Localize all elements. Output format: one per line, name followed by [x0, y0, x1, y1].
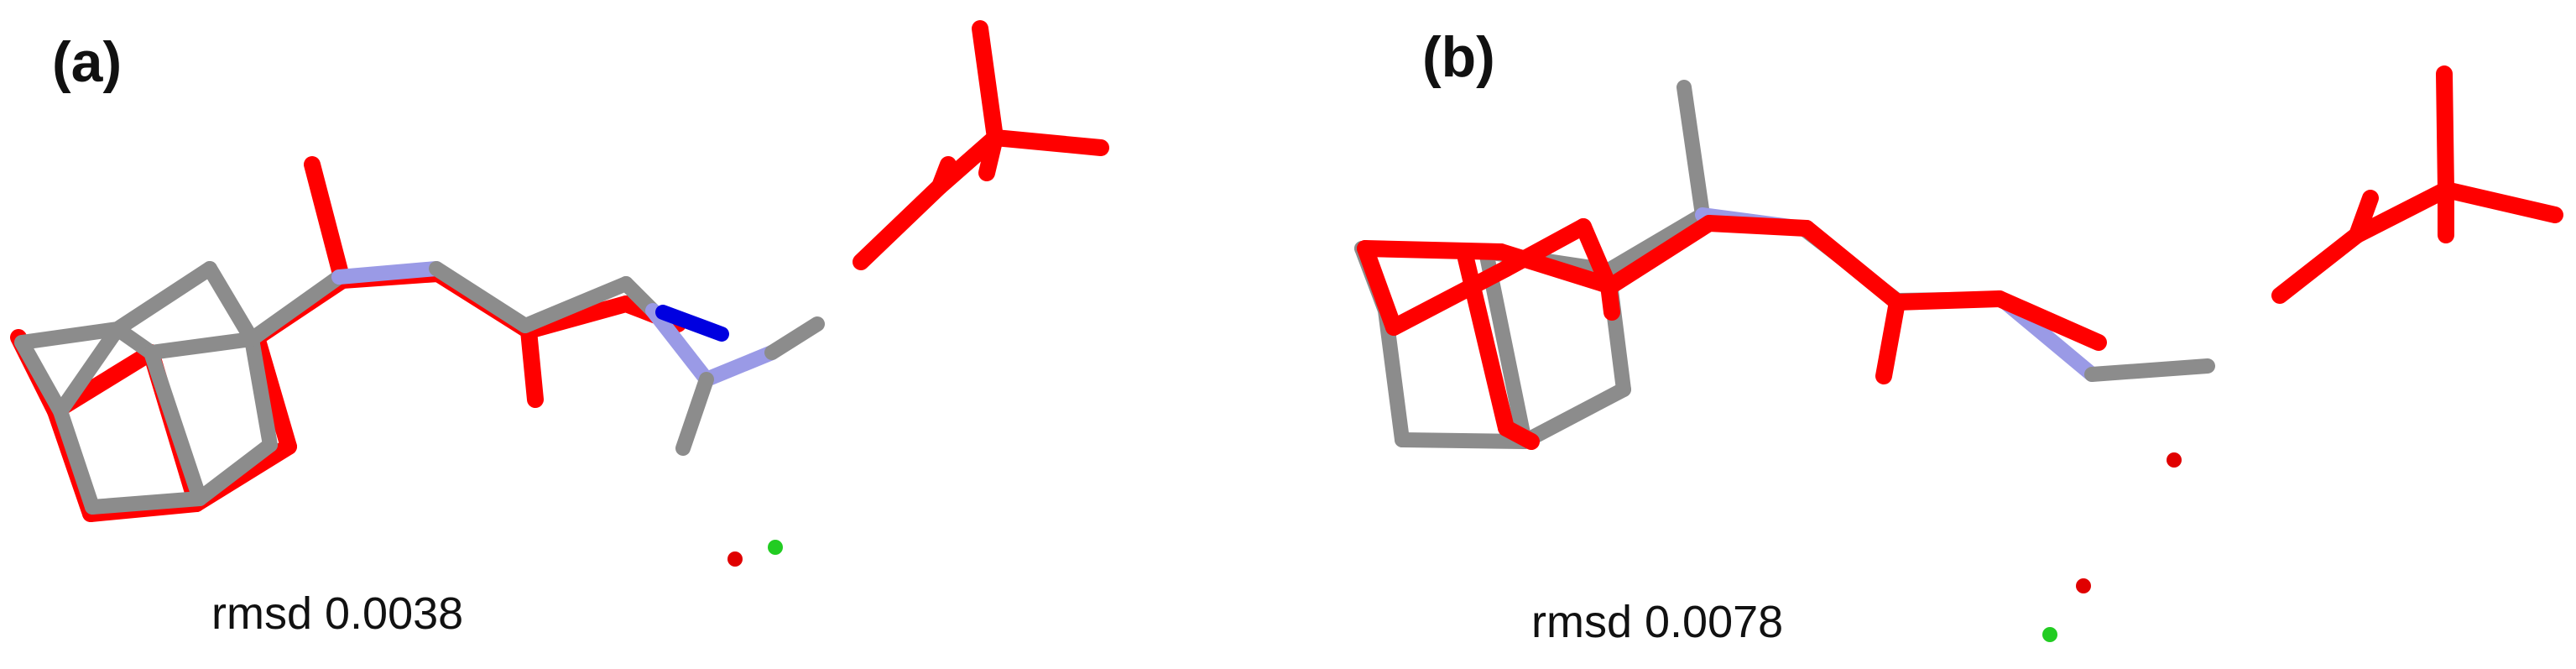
- bond: [244, 332, 278, 452]
- bond: [304, 156, 351, 289]
- bond: [14, 321, 125, 350]
- bond: [2084, 358, 2215, 382]
- bond: [1395, 432, 1532, 449]
- molecule-overlay-b: [1354, 65, 2563, 642]
- bond: [85, 491, 207, 515]
- bond: [1603, 215, 1718, 294]
- bond: [53, 404, 100, 515]
- bond: [202, 261, 259, 347]
- bond: [331, 261, 444, 285]
- panel-b: (b): [1288, 0, 2576, 669]
- bond: [2438, 181, 2563, 223]
- bond: [429, 261, 533, 333]
- panel-a: (a): [10, 20, 1109, 639]
- bond: [972, 20, 1004, 146]
- bond: [2349, 190, 2379, 243]
- bond: [1676, 80, 1710, 222]
- bond: [520, 295, 634, 339]
- bond: [2436, 65, 2454, 198]
- bond: [645, 303, 714, 387]
- reference-structure-b: [1357, 65, 2563, 450]
- water-oxygen-marker: [727, 551, 743, 567]
- bond: [1798, 220, 1906, 311]
- rmsd-label-a: rmsd 0.0038: [211, 588, 464, 639]
- overlay-structure-a: [14, 261, 825, 515]
- bond: [1517, 382, 1631, 449]
- ion-marker: [768, 540, 783, 555]
- bond: [675, 372, 714, 456]
- bond: [1385, 260, 1515, 336]
- bond: [853, 178, 948, 270]
- bond: [1457, 250, 1515, 436]
- bond: [244, 269, 347, 347]
- bond: [143, 332, 259, 360]
- bond: [53, 321, 125, 419]
- bond: [2271, 227, 2365, 304]
- bond: [1357, 240, 1402, 336]
- rmsd-label-b: rmsd 0.0078: [1531, 597, 1784, 647]
- bond: [699, 345, 780, 387]
- water-oxygen-marker: [2167, 452, 2182, 468]
- bond: [1357, 240, 1510, 260]
- molecule-overlay-a: [10, 20, 1109, 567]
- bond: [978, 129, 1004, 181]
- bond: [110, 261, 217, 337]
- bond: [655, 305, 729, 342]
- bond: [1493, 243, 1617, 294]
- bond: [1991, 290, 2107, 351]
- bond: [1601, 207, 1710, 278]
- bond: [518, 276, 634, 333]
- bond: [1701, 215, 1815, 237]
- bond: [1889, 290, 2008, 311]
- bond: [520, 322, 544, 408]
- bond: [931, 156, 957, 195]
- bond: [143, 345, 207, 506]
- bond: [192, 437, 278, 506]
- bond: [2349, 181, 2454, 243]
- bond: [14, 335, 68, 419]
- panel-label-a: (a): [52, 30, 123, 94]
- panel-label-b: (b): [1422, 25, 1495, 89]
- water-oxygen-marker: [2076, 578, 2091, 593]
- bond: [1498, 420, 1540, 450]
- ion-marker: [2042, 627, 2057, 642]
- bond: [1875, 294, 1906, 384]
- bond: [987, 129, 1109, 156]
- bond: [764, 316, 825, 360]
